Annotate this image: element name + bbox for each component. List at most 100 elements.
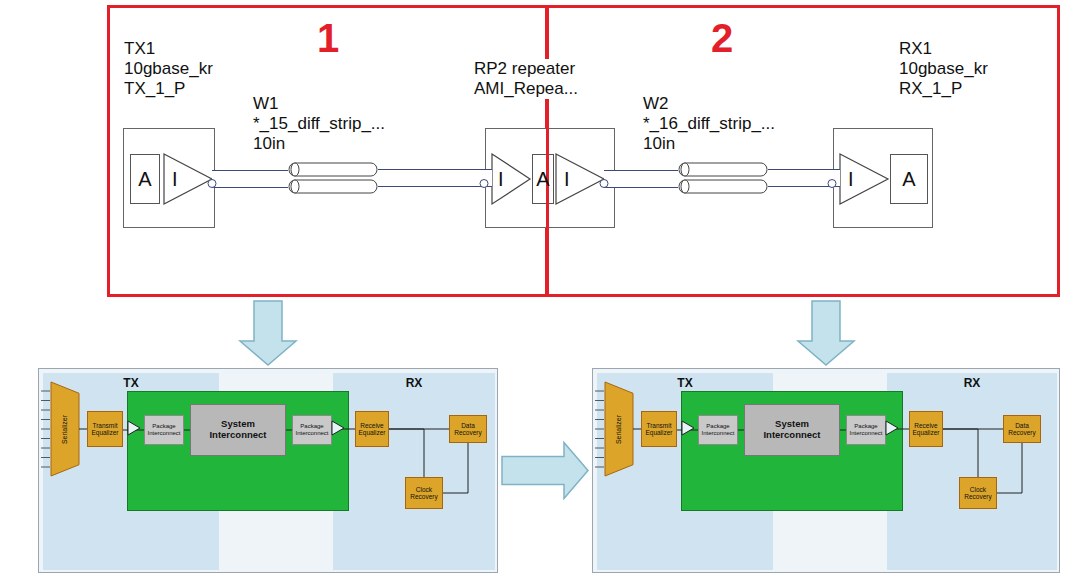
buffer-triangle: I: [492, 154, 530, 204]
block-label: Package Interconnect: [848, 423, 884, 436]
panel-title: TX: [677, 376, 692, 390]
signal-line: [79, 429, 87, 430]
signal-line: [389, 429, 424, 477]
function-block: Clock Recovery: [959, 477, 997, 509]
block-label: System Interconnect: [193, 419, 283, 441]
model-letter: A: [536, 168, 549, 191]
system-box: System Interconnect: [744, 404, 840, 456]
function-block: Clock Recovery: [405, 477, 443, 509]
component-label: TX1 10gbase_kr TX_1_P: [124, 39, 213, 99]
signal-line: [738, 430, 744, 431]
differential-wire: [768, 169, 840, 187]
parallel-input-line: [41, 457, 50, 458]
function-block: Receive Equalizer: [355, 411, 389, 447]
driver-triangle: [128, 421, 140, 435]
cable-outline: [288, 160, 378, 196]
block-label: Clock Recovery: [961, 486, 995, 500]
interconnect-box: Package InterconnectSystem InterconnectP…: [127, 391, 349, 511]
panel-title: RX: [964, 376, 981, 390]
parallel-input-line: [41, 419, 50, 420]
buffer-letter: I: [848, 168, 854, 191]
signal-line: [943, 429, 1003, 430]
signal-line: [443, 443, 468, 493]
component-label: RX1 10gbase_kr RX_1_P: [899, 39, 988, 99]
buffer-triangle: I: [556, 154, 604, 204]
function-block: Transmit Equalizer: [641, 411, 677, 447]
component-box: RP2 repeater AMI_Repea...IAI: [485, 128, 615, 228]
parallel-input-line: [595, 448, 604, 449]
algorithmic-model-box: A: [890, 154, 928, 204]
block-label: System Interconnect: [747, 419, 837, 441]
signal-line: [886, 429, 909, 430]
signal-line: [389, 429, 449, 430]
parallel-input-line: [595, 467, 604, 468]
flow-arrow: [798, 301, 854, 365]
parallel-input-line: [41, 448, 50, 449]
signal-line: [184, 430, 190, 431]
block-label: Receive Equalizer: [357, 422, 387, 436]
package-box: Package Interconnect: [292, 415, 332, 445]
signal-line: [997, 443, 1022, 493]
inversion-bubble: [208, 180, 216, 188]
component-label: RP2 repeater AMI_Repea...: [474, 59, 578, 99]
parallel-input-line: [595, 457, 604, 458]
tx-rx-panel: RXReceive EqualizerData RecoveryClock Re…: [333, 373, 495, 570]
tx-rx-panel: RXReceive EqualizerData RecoveryClock Re…: [887, 373, 1057, 570]
signal-line: [677, 430, 698, 431]
region-number: 1: [317, 16, 339, 61]
link-diagram-frame: TXSerializerTransmit EqualizerRXReceive …: [38, 368, 498, 573]
function-block: Receive Equalizer: [909, 411, 943, 447]
block-label: Receive Equalizer: [911, 422, 941, 436]
parallel-input-line: [595, 400, 604, 401]
buffer-letter: I: [498, 168, 504, 191]
block-label: Data Recovery: [451, 422, 485, 436]
serializer-block: Serializer: [605, 382, 633, 476]
signal-line: [633, 429, 641, 430]
parallel-input-line: [595, 438, 604, 439]
cable-outline: [678, 160, 768, 196]
signal-line: [840, 430, 846, 431]
buffer-letter: I: [172, 168, 178, 191]
parallel-input-line: [41, 429, 50, 430]
algorithmic-model-box: A: [532, 154, 554, 204]
triangle-outline: [164, 154, 212, 204]
signal-line: [123, 430, 144, 431]
triangle-outline: [840, 154, 888, 204]
link-diagram-frame: TX Serializer Transmit Equalizer RX Receive …: [592, 368, 1060, 573]
block-label: Serializer: [616, 414, 623, 443]
function-block: Transmit Equalizer: [87, 411, 123, 447]
parallel-input-line: [595, 429, 604, 430]
region-box: 1TX1 10gbase_kr TX_1_PAIW1 *_15_diff_str…: [107, 5, 548, 297]
buffer-triangle: I: [164, 154, 212, 204]
signal-line: [286, 430, 292, 431]
component-box: TX1 10gbase_kr TX_1_PAI: [123, 128, 215, 228]
model-letter: A: [902, 168, 915, 191]
flow-arrow: [240, 301, 296, 365]
block-label: Transmit Equalizer: [643, 422, 675, 436]
parallel-input-line: [41, 467, 50, 468]
differential-wire: [604, 170, 678, 188]
differential-wire: [378, 169, 492, 187]
buffer-letter: I: [564, 168, 570, 191]
differential-wire: [212, 170, 288, 188]
signal-line: [943, 429, 978, 477]
flow-arrow: [502, 443, 588, 499]
block-label: Clock Recovery: [407, 486, 441, 500]
wire-gap: [604, 171, 678, 187]
wire-gap: [378, 170, 492, 186]
interconnect-box: Package Interconnect System Interconnect P…: [681, 391, 903, 511]
inversion-bubble: [828, 180, 836, 188]
signal-line: [332, 429, 355, 430]
parallel-input-line: [41, 400, 50, 401]
algorithmic-model-box: A: [130, 154, 160, 204]
line-label: W1 *_15_diff_strip_... 10in: [253, 94, 385, 154]
transmission-line: W1 *_15_diff_strip_... 10in: [288, 160, 378, 196]
package-box: Package Interconnect: [698, 415, 738, 445]
triangle-outline: [556, 154, 604, 204]
component-box: RX1 10gbase_kr RX_1_PIA: [833, 128, 933, 228]
triangle-outline: [492, 154, 530, 204]
inversion-bubble: [600, 180, 608, 188]
parallel-input-line: [595, 410, 604, 411]
function-block: Data Recovery: [449, 415, 487, 443]
block-label: Transmit Equalizer: [89, 422, 121, 436]
